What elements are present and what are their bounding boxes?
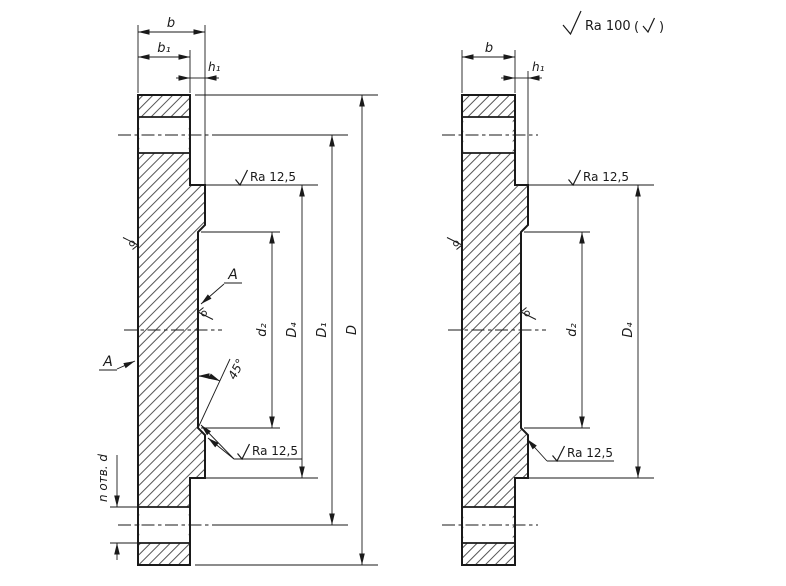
roughness-callout-left-bottom: Ra 12,5 <box>200 424 302 461</box>
roughness-callout-right-top: Ra 12,5 <box>568 169 629 187</box>
paren-close: ) <box>659 20 664 35</box>
dim-h1-right: h₁ <box>501 60 545 185</box>
bolt-holes-dim: n отв. d <box>96 454 141 560</box>
dim-b-label: b <box>485 41 493 56</box>
dim-D4-left: D₄ <box>190 184 318 479</box>
dim-b-right: b <box>461 41 516 93</box>
surface-tick-recess-face-right-flange <box>520 307 537 320</box>
leader-arrow <box>116 360 136 370</box>
dim-D-left: D <box>195 94 378 566</box>
roughness-check-icon <box>235 169 249 187</box>
roughness-callout-left-top: Ra 12,5 <box>235 169 296 187</box>
leader-arrow <box>200 424 235 460</box>
leader-arrow <box>526 438 548 462</box>
surface-a-label: А <box>102 354 113 370</box>
surface-check-icon <box>197 307 214 320</box>
surface-check-icon <box>520 307 537 320</box>
dim-b1-label: b₁ <box>157 41 170 56</box>
roughness-value: Ra 12,5 <box>567 446 613 460</box>
angle-arc <box>197 373 221 382</box>
general-roughness-note: Ra 100 ( ) <box>562 10 664 36</box>
roughness-value: Ra 12,5 <box>250 170 296 184</box>
surface-check-circle-icon <box>453 240 459 247</box>
surface-tick-left-face <box>122 237 139 250</box>
surface-tick-left-face-right-flange <box>446 237 463 250</box>
dim-b-label: b <box>167 16 175 31</box>
dim-D4-label: D₄ <box>285 322 300 338</box>
dim-d2-label: d₂ <box>565 323 580 336</box>
dim-h1-label: h₁ <box>208 60 221 74</box>
surface-mark-a-left: А <box>99 354 136 371</box>
surface-mark-a-top: А <box>200 267 242 305</box>
dim-d2-right: d₂ <box>524 231 590 429</box>
dim-D4-label: D₄ <box>621 322 636 338</box>
angle-reference-line <box>197 358 231 429</box>
roughness-callout-right-bottom: Ra 12,5 <box>526 438 614 463</box>
roughness-check-icon <box>568 169 582 187</box>
roughness-check-icon <box>552 445 566 463</box>
chamfer-angle-dim: 45° <box>197 356 248 429</box>
right-flange: b h₁ d₂ D₄ Ra 12,5 <box>442 41 654 566</box>
surface-a-label: А <box>227 267 238 283</box>
roughness-check-icon <box>562 10 582 36</box>
dim-b1-left: b₁ <box>138 41 191 93</box>
roughness-check-icon-small <box>642 17 656 34</box>
general-roughness-value: Ra 100 <box>585 19 631 34</box>
dim-D1-label: D₁ <box>315 322 330 337</box>
roughness-check-icon <box>237 443 251 461</box>
surface-check-circle-icon <box>524 310 530 317</box>
leader-arrow <box>200 283 225 305</box>
leader-arrow <box>207 437 235 460</box>
dim-D-label: D <box>345 325 360 335</box>
surface-tick-recess-face <box>197 307 214 320</box>
dim-D1-left: D₁ <box>215 134 348 526</box>
surface-check-icon <box>122 237 139 250</box>
dim-d2-label: d₂ <box>255 323 270 336</box>
dim-D4-right: D₄ <box>515 184 654 479</box>
dim-h1-left: h₁ <box>176 60 221 81</box>
holes-note-label: n отв. d <box>96 454 110 502</box>
dim-h1-label: h₁ <box>532 60 545 74</box>
roughness-value: Ra 12,5 <box>252 444 298 458</box>
paren-open: ( <box>634 20 639 35</box>
surface-check-circle-icon <box>129 240 135 247</box>
surface-check-circle-icon <box>201 310 207 317</box>
roughness-value: Ra 12,5 <box>583 170 629 184</box>
left-flange: b b₁ h₁ d₂ D₄ <box>96 16 378 566</box>
dim-d2-left: d₂ <box>201 231 280 429</box>
surface-check-icon <box>446 237 463 250</box>
chamfer-angle-label: 45° <box>225 356 247 381</box>
